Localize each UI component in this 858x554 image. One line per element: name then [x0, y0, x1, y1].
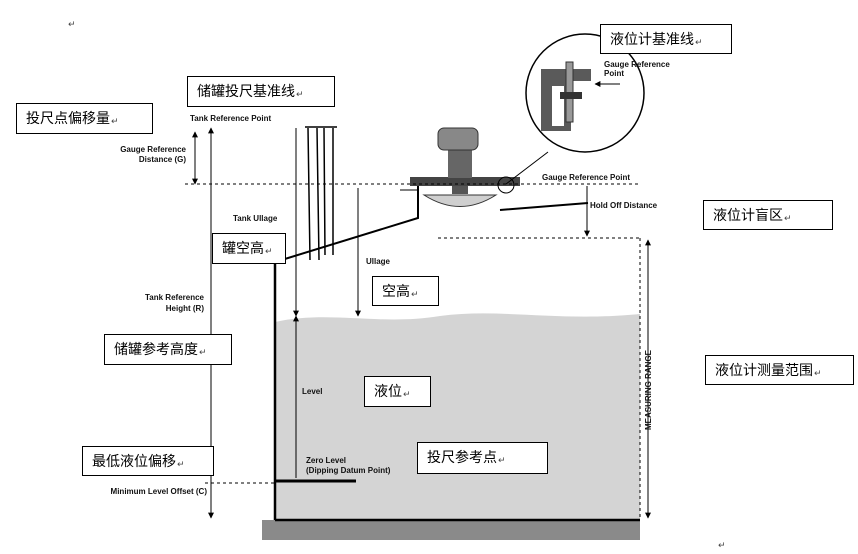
gauge-reference-distance-label-2: Distance (G)	[139, 155, 186, 164]
cn-label-tank-dip-ref-line: 储罐投尺基准线↵	[187, 76, 335, 107]
tank-roof	[274, 186, 589, 263]
cn-label-ullage: 空高↵	[372, 276, 439, 306]
gauge-ref-inset	[497, 33, 645, 194]
measuring-range-label: MEASURING RANGE	[644, 349, 653, 430]
tank-reference-point-label: Tank Reference Point	[190, 114, 272, 123]
hold-off-distance-label: Hold Off Distance	[590, 201, 658, 210]
tank-ullage-label: Tank Ullage	[233, 214, 278, 223]
cn-label-gauge-ref-line: 液位计基准线↵	[600, 24, 732, 54]
zero-level-label-2: (Dipping Datum Point)	[306, 466, 391, 475]
inset-gauge-reference-label-1: Gauge Reference	[604, 60, 670, 69]
radar-gauge	[410, 127, 520, 207]
inset-gauge-reference-label-2: Point	[604, 69, 624, 78]
return-mark: ↵	[718, 541, 726, 551]
cn-label-min-level-offset: 最低液位偏移↵	[82, 446, 214, 476]
cn-label-level: 液位↵	[364, 376, 431, 407]
gauge-reference-point-label: Gauge Reference Point	[542, 173, 630, 182]
tank-body	[262, 186, 640, 540]
tank-reference-height-label-2: Height (R)	[166, 304, 205, 313]
cn-label-tank-ullage: 罐空高↵	[212, 233, 286, 264]
liquid	[275, 313, 640, 520]
level-label: Level	[302, 387, 322, 396]
cn-label-blind-zone: 液位计盲区↵	[703, 200, 833, 230]
return-mark: ↵	[68, 20, 76, 30]
reference-lines	[185, 183, 641, 520]
cn-label-tank-ref-height: 储罐参考高度↵	[104, 334, 232, 365]
cn-label-measuring-range: 液位计测量范围↵	[705, 355, 854, 385]
cn-label-dip-point-offset: 投尺点偏移量↵	[16, 103, 153, 134]
stilling-pipes	[305, 126, 337, 261]
ullage-label: Ullage	[366, 257, 391, 266]
zero-level-label-1: Zero Level	[306, 456, 346, 465]
minimum-level-offset-label: Minimum Level Offset (C)	[111, 487, 208, 496]
gauge-reference-distance-label-1: Gauge Reference	[120, 145, 186, 154]
cn-label-dip-ref-point: 投尺参考点↵	[417, 442, 548, 474]
tank-reference-height-label-1: Tank Reference	[145, 293, 205, 302]
